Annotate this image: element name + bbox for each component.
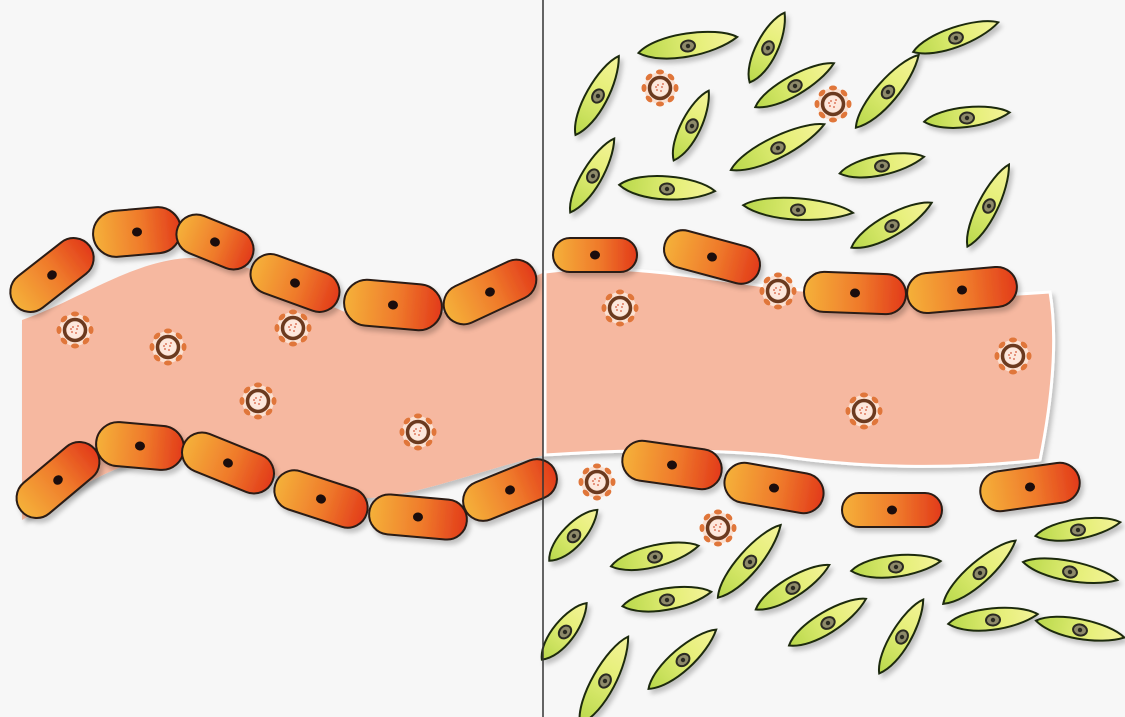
endothelial-cell: [91, 205, 183, 258]
endothelial-cell: [342, 278, 444, 332]
endothelial-cell: [367, 493, 468, 541]
endothelial-cell: [803, 271, 906, 315]
endothelial-cell: [905, 265, 1018, 314]
endothelial-cell: [94, 420, 185, 472]
endothelial-cell: [553, 238, 637, 272]
endothelial-cell: [842, 493, 942, 527]
